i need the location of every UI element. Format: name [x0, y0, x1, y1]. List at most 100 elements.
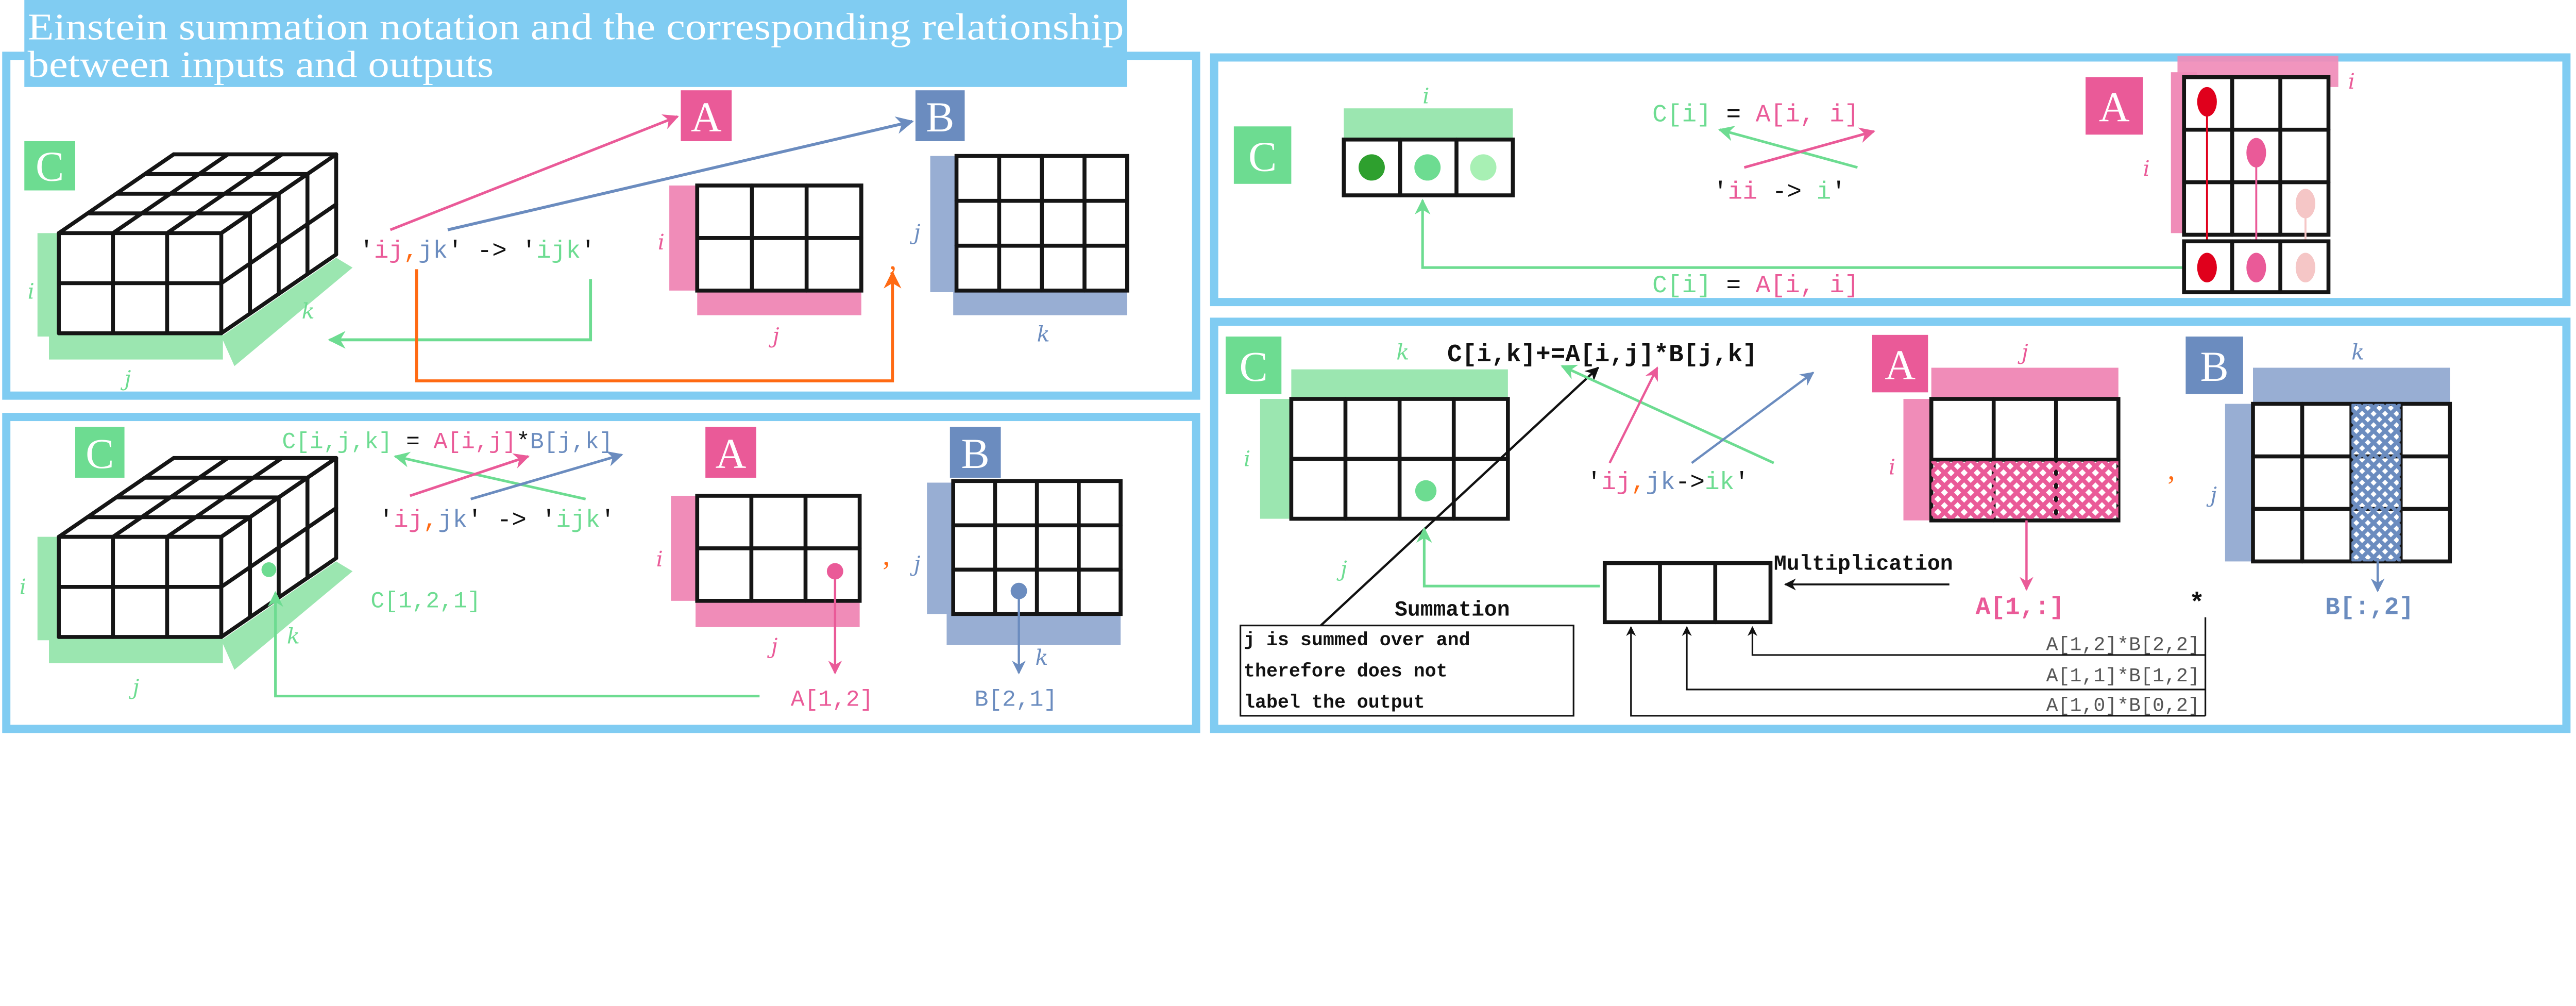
segment-black: ' [1734, 469, 1749, 497]
title-banner: Einstein summation notation and the corr… [24, 0, 1127, 87]
segment-black: -> [1757, 178, 1817, 206]
segment-black: = [1711, 272, 1756, 300]
segment-pink: ii [1728, 178, 1757, 206]
c-label: C [1239, 343, 1267, 390]
products-vector-grid [1602, 561, 1773, 625]
segment-blue: jk [438, 507, 467, 535]
arrow-to-a-index [410, 453, 530, 497]
a-axis-i-bar [671, 495, 698, 601]
b-label-box [2185, 337, 2243, 394]
c-label: C [86, 430, 114, 477]
equation-bottom: C[i] = A[i, i] [1652, 272, 1859, 300]
grid-border [1929, 397, 2121, 523]
outer-product-figure: C i j k 'ij,jk' -> 'ijk' A i j , B j k [24, 90, 1129, 391]
einsum-string: 'ii -> i' [1713, 178, 1846, 206]
c-axis-i: i [1422, 84, 1429, 109]
grid-border [695, 494, 862, 603]
a-axis-j: j [769, 324, 779, 348]
arrow-to-a [389, 114, 679, 231]
a-element-dot [826, 563, 843, 580]
segment-black: = [1711, 102, 1756, 129]
segment-blue: jk [1646, 469, 1675, 497]
c-axis-k-bar [1291, 369, 1508, 399]
c-label: C [1248, 132, 1277, 180]
grid-border [695, 183, 863, 293]
c-axis-i: i [1244, 447, 1250, 472]
b-label: B [961, 430, 990, 477]
arrow-to-c [328, 279, 592, 349]
c-axis-k-bar [221, 561, 353, 670]
diagonal-figure: C i C[i] = A[i, i] 'ii -> i' C[i] = A[i,… [1233, 56, 2355, 300]
b-axis-j-bar [2225, 404, 2253, 562]
arrow-to-b [447, 116, 914, 231]
b-axis-j-bar [927, 482, 954, 614]
element-equation: C[i,j,k] = A[i,j]*B[j,k] [282, 430, 613, 456]
arrow-product-0 [1626, 626, 2206, 717]
a-axis-j-bar [697, 290, 861, 315]
b-label-box [915, 90, 965, 141]
c-dot-1 [1414, 154, 1441, 181]
b-element-dot [1010, 582, 1027, 599]
matrix-b-grid [954, 154, 1129, 293]
a-axis-i-left: i [2143, 156, 2150, 181]
a-axis-i: i [1889, 455, 1895, 480]
grid-border [1342, 137, 1515, 197]
panel-diagonal [1210, 53, 2571, 307]
operand-comma: , [889, 243, 896, 276]
segment-green: C[i] [1652, 102, 1711, 129]
b-axis-j: j [910, 552, 921, 577]
c-axis-i-bar [37, 536, 59, 641]
einsum-string: 'ij,jk' -> 'ijk' [379, 507, 615, 535]
c-label: C [36, 142, 64, 190]
product-term-1: A[1,1]*B[1,2] [2046, 665, 2200, 688]
c-axis-i-bar [1260, 399, 1292, 519]
title-background [24, 0, 1127, 87]
segment-black: ' -> ' [448, 238, 536, 265]
segment-pink: ij [394, 507, 423, 535]
c-label-box [1233, 126, 1292, 184]
arrow-to-b-index [1691, 372, 1815, 464]
a-label: A [716, 430, 747, 477]
arrow-summation-to-c [1416, 527, 1600, 588]
einsum-string: 'ij,jk' -> 'ijk' [359, 238, 596, 265]
grid-border [954, 154, 1129, 293]
a-axis-j: j [767, 634, 778, 659]
summed-axis-j: j [1336, 557, 1347, 581]
c-axis-j-bar [49, 333, 223, 360]
arrow-product-1 [1682, 626, 2206, 691]
segment-black: ' [359, 238, 374, 265]
segment-pink: A[i, i] [1756, 272, 1859, 300]
segment-pink: A[i, i] [1756, 102, 1859, 129]
product-term-0: A[1,0]*B[0,2] [2046, 695, 2200, 717]
segment-green: C[i] [1652, 272, 1711, 300]
segment-green: i [1817, 178, 1832, 206]
c-element-dot [261, 562, 277, 577]
note-border [1240, 625, 1574, 717]
panel-matmul [1210, 317, 2571, 733]
c-label-box [24, 141, 76, 191]
c-element-dot [1415, 480, 1437, 502]
a-axis-i-bar [1903, 399, 1931, 521]
result-dot-2 [2295, 253, 2316, 282]
a-label: A [1885, 341, 1916, 389]
c-axis-k: k [287, 624, 300, 649]
segment-black: ' [581, 238, 596, 265]
segment-pink: ij [1601, 469, 1631, 497]
arrow-diagonal-to-c [1414, 198, 2184, 269]
grid-border [1289, 397, 1510, 521]
title-line-2: between inputs and outputs [28, 44, 494, 86]
segment-pink: A[i,j] [434, 430, 517, 456]
note-line-3: label the output [1244, 692, 1425, 713]
b-label-box [950, 427, 1001, 478]
matrix-c-grid [1289, 397, 1510, 521]
arrow-note-to-equation [1320, 366, 1599, 627]
a-label-box [705, 427, 756, 478]
b-label: B [2200, 343, 2229, 390]
arrow-to-b-index [470, 451, 623, 500]
matrix-a-grid [695, 494, 862, 603]
title-line-1: Einstein summation notation and the corr… [28, 6, 1124, 47]
matmul-figure: C k i C[i,k]+=A[i,j]*B[j,k] 'ij,jk->ik' … [1225, 334, 2452, 717]
segment-black: -> [1675, 469, 1705, 497]
product-term-2: A[1,2]*B[2,2] [2046, 634, 2200, 656]
segment-green: ijk [536, 238, 581, 265]
